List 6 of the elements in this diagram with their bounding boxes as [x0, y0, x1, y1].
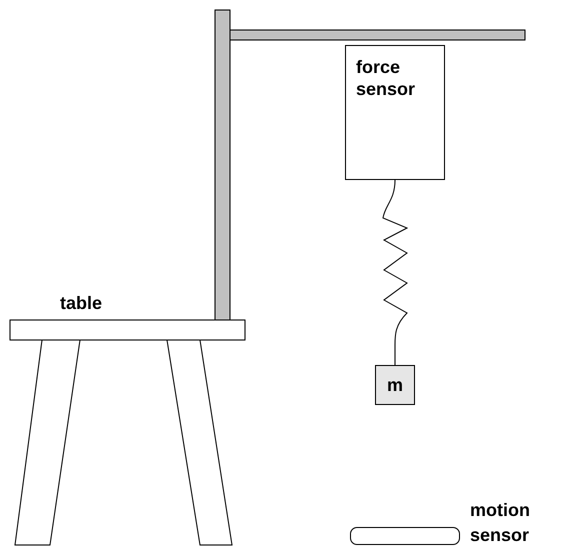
spring — [382, 180, 408, 366]
motion-sensor-label: motion sensor — [470, 499, 531, 547]
mass-block: m — [375, 365, 415, 405]
force-sensor-box — [345, 45, 445, 180]
force-sensor-label: force sensor — [356, 57, 416, 99]
table-label: table — [60, 292, 102, 315]
